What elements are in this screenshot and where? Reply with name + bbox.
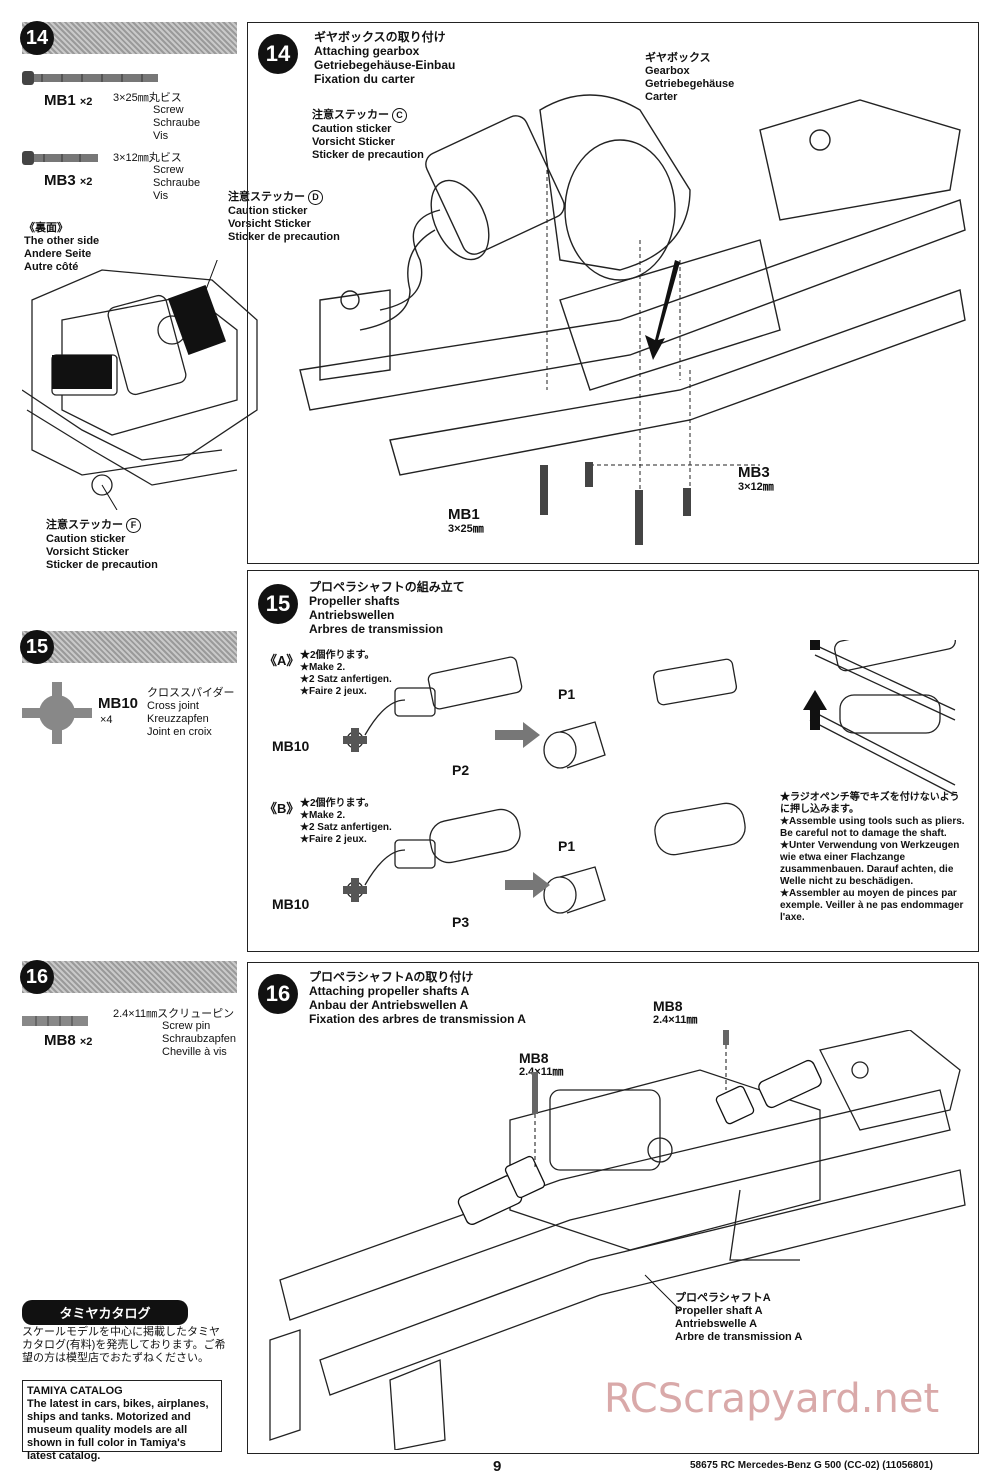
mb10-a-label: MB10	[272, 738, 310, 754]
gearbox-chassis-illustration	[299, 94, 966, 545]
variant-b-tag: 《B》	[264, 801, 300, 816]
catalog-text: The latest in cars, bikes, airplanes, sh…	[27, 1398, 209, 1462]
mb1-code: MB1 ×2	[44, 92, 93, 109]
p3-label: P3	[452, 914, 470, 930]
mb1-screw-icon	[22, 71, 158, 85]
step14-frame	[247, 22, 979, 564]
variant-a-tag: 《A》	[264, 653, 300, 668]
tool-note: ★ラジオペンチ等でキズを付けないように押し込みます。★Assemble usin…	[780, 792, 965, 923]
step16-frame	[247, 962, 979, 1454]
mb8-pin-icon	[22, 1016, 88, 1026]
catalog-box: TAMIYA CATALOG The latest in cars, bikes…	[22, 1380, 222, 1462]
catalog-heading: タミヤカタログ	[22, 1300, 188, 1325]
p2-label: P2	[452, 762, 470, 778]
cross-joint-icon	[22, 682, 92, 744]
variant-b-notes: ★2個作ります。★Make 2.★2 Satz anfertigen.★Fair…	[300, 798, 392, 845]
page-number: 9	[493, 1458, 502, 1475]
propeller-shaft-illustration	[343, 640, 956, 914]
step14-number: 14	[258, 34, 298, 74]
watermark: RCScrapyard.net	[604, 1376, 940, 1422]
chassis-shaft-illustration	[269, 1030, 966, 1450]
variant-a-notes: ★2個作ります。★Make 2.★2 Satz anfertigen.★Fair…	[300, 650, 392, 697]
step15-frame	[247, 570, 979, 952]
mb3-screw-icon	[22, 151, 98, 165]
step15-parts-number: 15	[20, 630, 54, 664]
mb8-code: MB8 ×2	[44, 1032, 93, 1049]
p1-a-label: P1	[558, 686, 576, 702]
step16-parts-number: 16	[20, 960, 54, 994]
catalog-jp-text: スケールモデルを中心に掲載したタミヤカタログ(有料)を発売しております。ご希望の…	[22, 1326, 226, 1364]
step15-parts-bar	[22, 631, 237, 663]
chassis-underside-illustration	[22, 260, 258, 510]
mb10-b-label: MB10	[272, 896, 310, 912]
p1-b-label: P1	[558, 838, 576, 854]
step15-number: 15	[258, 584, 298, 624]
catalog-title: TAMIYA CATALOG	[27, 1385, 123, 1397]
mb10-qty: ×4	[100, 714, 113, 726]
step16-number: 16	[258, 974, 298, 1014]
mb10-code: MB10	[98, 695, 139, 712]
step14-parts-bar	[22, 22, 237, 54]
mb3-code: MB3 ×2	[44, 172, 93, 189]
mb3-size: 3×12㎜丸ビス	[113, 152, 182, 164]
mb8-size: 2.4×11㎜スクリューピン	[113, 1008, 235, 1020]
step16-parts-bar	[22, 961, 237, 993]
model-footer: 58675 RC Mercedes-Benz G 500 (CC-02) (11…	[690, 1460, 933, 1471]
step14-parts-number: 14	[20, 21, 54, 55]
mb1-size: 3×25㎜丸ビス	[113, 92, 182, 104]
